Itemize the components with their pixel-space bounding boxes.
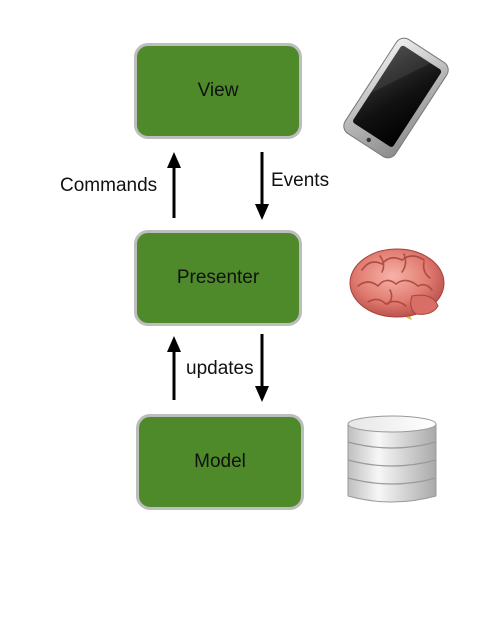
presenter-node-label: Presenter (176, 267, 260, 288)
presenter-from-model-arrow (167, 336, 181, 400)
updates-edge-label: updates (186, 358, 254, 379)
commands-arrow (167, 152, 181, 218)
smartphone-icon (343, 37, 449, 159)
model-node: Model (136, 414, 304, 510)
brain-icon (349, 248, 445, 320)
model-node-label: Model (194, 451, 246, 472)
commands-edge-label: Commands (60, 175, 158, 196)
events-edge-label: Events (271, 170, 330, 191)
presenter-node: Presenter (134, 230, 302, 326)
model-from-presenter-arrow (255, 334, 269, 402)
view-node: View (134, 43, 302, 139)
events-arrow (255, 152, 269, 220)
view-node-label: View (197, 80, 239, 101)
database-icon (347, 415, 437, 503)
